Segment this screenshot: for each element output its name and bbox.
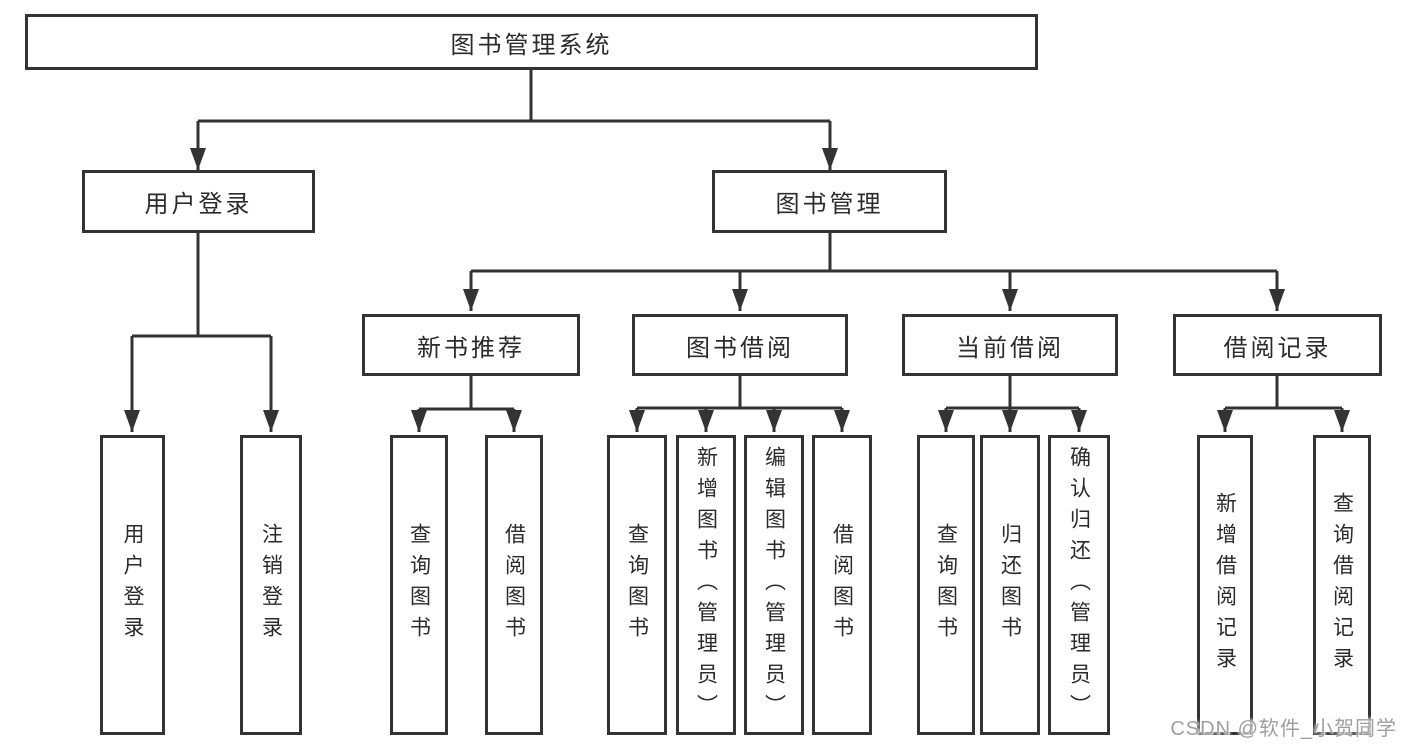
leaf-borrow-books: 借阅图书 [812, 435, 872, 735]
leaf-add-borrow-record: 新增借阅记录 [1197, 435, 1253, 735]
leaf-logout: 注销登录 [240, 435, 302, 735]
leaf-label: 借阅图书 [830, 523, 854, 647]
node-library-management-system: 图书管理系统 [25, 14, 1038, 70]
leaf-add-books-admin: 新增图书（管理员） [676, 435, 736, 735]
leaf-query-borrow-record: 查询借阅记录 [1313, 435, 1371, 735]
node-book-management: 图书管理 [712, 170, 947, 233]
leaf-borrow-books-recommend: 借阅图书 [485, 435, 543, 735]
node-new-book-recommend: 新书推荐 [362, 314, 580, 376]
leaf-label: 查询图书 [625, 523, 649, 647]
csdn-watermark: CSDN @软件_小贺同学 [1170, 718, 1397, 740]
leaf-label: 编辑图书（管理员） [762, 445, 786, 725]
leaf-label: 归还图书 [998, 523, 1022, 647]
leaf-query-books-borrow: 查询图书 [607, 435, 667, 735]
node-book-borrowing: 图书借阅 [632, 314, 848, 376]
node-user-login: 用户登录 [82, 170, 315, 233]
leaf-edit-books-admin: 编辑图书（管理员） [744, 435, 804, 735]
leaf-return-books: 归还图书 [980, 435, 1040, 735]
leaf-label: 新增借阅记录 [1213, 492, 1237, 678]
leaf-label: 借阅图书 [502, 523, 526, 647]
leaf-confirm-return-admin: 确认归还（管理员） [1048, 435, 1110, 735]
leaf-label: 注销登录 [259, 523, 283, 647]
leaf-label: 查询图书 [934, 523, 958, 647]
leaf-user-login: 用户登录 [100, 435, 165, 735]
node-current-borrowing: 当前借阅 [902, 314, 1118, 376]
leaf-label: 新增图书（管理员） [694, 445, 718, 725]
leaf-label: 用户登录 [121, 523, 144, 647]
leaf-query-books-current: 查询图书 [917, 435, 975, 735]
leaf-label: 确认归还（管理员） [1067, 445, 1091, 725]
leaf-label: 查询图书 [407, 523, 431, 647]
leaf-label: 查询借阅记录 [1330, 492, 1354, 678]
leaf-query-books-recommend: 查询图书 [390, 435, 448, 735]
node-borrowing-records: 借阅记录 [1173, 314, 1382, 376]
